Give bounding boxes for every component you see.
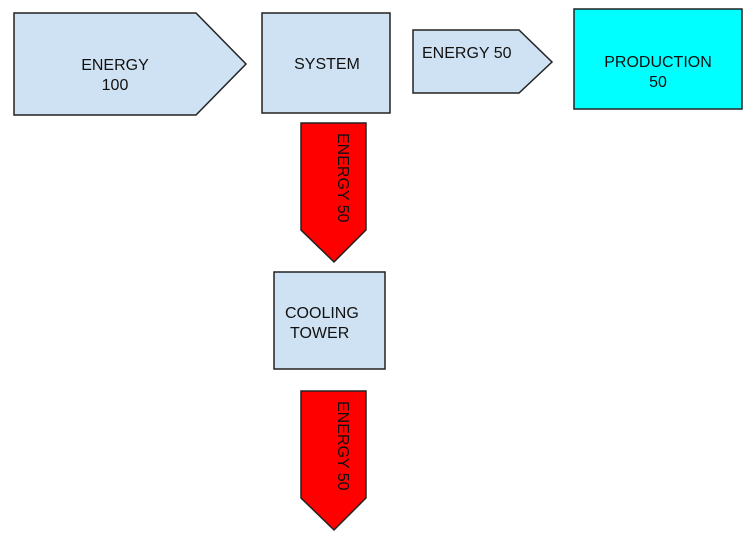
waste-arrow-1-label: ENERGY 50 [334, 133, 351, 223]
energy-input-arrow[interactable]: ENERGY 100 [13, 12, 248, 116]
cooling-tower-box[interactable]: COOLING TOWER [273, 271, 386, 370]
production-label-1: PRODUCTION [604, 54, 712, 71]
system-box[interactable]: SYSTEM [261, 12, 391, 114]
energy-input-label-2: 100 [102, 77, 129, 94]
production-box[interactable]: PRODUCTION 50 [573, 8, 743, 110]
energy-output-shape [412, 29, 554, 94]
waste-arrow-2-shape [300, 390, 367, 532]
system-shape [261, 12, 391, 114]
production-label-2: 50 [649, 74, 667, 91]
energy-input-label-1: ENERGY [81, 57, 149, 74]
cooling-tower-label-1: COOLING [285, 305, 359, 322]
energy-output-label: ENERGY 50 [422, 45, 512, 62]
cooling-tower-label-2: TOWER [290, 325, 349, 342]
production-shape [573, 8, 743, 110]
waste-arrow-2-label: ENERGY 50 [334, 401, 351, 491]
energy-input-shape [13, 12, 248, 116]
waste-arrow-1-shape [300, 122, 367, 264]
system-label: SYSTEM [294, 56, 360, 73]
waste-arrow-2[interactable]: ENERGY 50 [300, 390, 367, 532]
energy-output-arrow[interactable]: ENERGY 50 [412, 29, 554, 94]
cooling-tower-shape [273, 271, 386, 370]
waste-arrow-1[interactable]: ENERGY 50 [300, 122, 367, 264]
